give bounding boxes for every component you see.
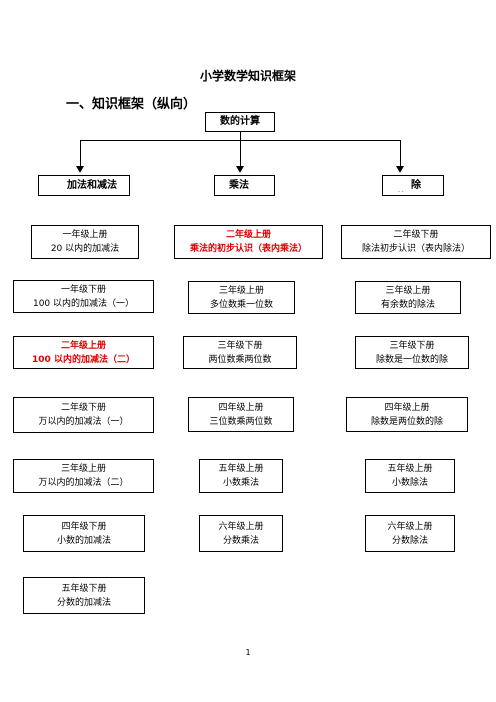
node-grade: 四年级上册 [384, 402, 430, 413]
node-add-sub-6: 四年级下册 小数的加减法 [23, 515, 145, 552]
node-grade: 二年级下册 [393, 230, 439, 240]
node-grade: 二年级上册 [60, 340, 106, 351]
node-mul-1-highlighted: 二年级上册 乘法的初步认识（表内乘法） [174, 225, 323, 259]
node-add-sub-1: 一年级上册 20 以内的加减法 [31, 225, 139, 259]
node-mul-4: 四年级上册 三位数乘两位数 [188, 397, 294, 432]
dots-mark: · · [398, 189, 404, 196]
node-grade: 六年级上册 [387, 521, 433, 532]
node-div-1: 二年级下册 除法初步认识（表内除法） [341, 225, 491, 259]
node-grade: 三年级上册 [218, 285, 264, 296]
node-grade: 三年级下册 [389, 340, 435, 351]
header-mul-label: 乘法 [229, 179, 249, 191]
node-topic: 万以内的加减法（一） [38, 417, 129, 427]
node-grade: 二年级下册 [60, 403, 106, 413]
arrow-down-icon [236, 166, 244, 173]
header-add-sub-label: 加法和减法 [67, 179, 117, 191]
node-mul-2: 三年级上册 多位数乘一位数 [188, 281, 295, 314]
node-topic: 分数除法 [391, 535, 428, 546]
node-topic: 乘法的初步认识（表内乘法） [189, 244, 307, 254]
node-topic: 分数的加减法 [56, 597, 111, 608]
node-topic: 小数乘法 [222, 478, 259, 488]
node-topic: 三位数乘两位数 [209, 416, 273, 427]
node-div-6: 六年级上册 分数除法 [365, 515, 455, 552]
arrow-down-icon [396, 166, 404, 173]
node-grade: 五年级上册 [218, 464, 264, 474]
page-number: 1 [245, 648, 251, 657]
node-div-5: 五年级上册 小数除法 [365, 459, 455, 493]
connector-left [80, 140, 81, 166]
header-add-sub: 加法和减法 [38, 175, 130, 196]
root-label: 数的计算 [220, 116, 260, 127]
node-topic: 100 以内的加减法（二） [32, 354, 135, 365]
node-grade: 六年级上册 [218, 521, 264, 532]
node-grade: 四年级下册 [61, 521, 107, 532]
node-topic: 除数是两位数的除 [370, 416, 443, 427]
node-topic: 万以内的加减法（二） [38, 478, 129, 488]
node-topic: 有余数的除法 [380, 299, 435, 310]
node-topic: 除法初步认识（表内除法） [361, 244, 470, 254]
node-topic: 100 以内的加减法（一） [32, 298, 135, 309]
node-topic: 20 以内的加减法 [50, 244, 120, 254]
node-div-4: 四年级上册 除数是两位数的除 [346, 397, 468, 432]
node-grade: 三年级上册 [60, 464, 106, 474]
node-topic: 多位数乘一位数 [209, 299, 273, 310]
header-div: 除 [382, 175, 444, 196]
header-mul: 乘法 [214, 175, 275, 196]
root-node: 数的计算 [205, 112, 275, 132]
node-grade: 一年级上册 [62, 230, 108, 240]
header-div-label: 除 [411, 179, 421, 191]
connector-middle [240, 140, 241, 166]
node-mul-3: 三年级下册 两位数乘两位数 [183, 336, 297, 369]
node-grade: 三年级上册 [385, 285, 431, 296]
node-add-sub-4: 二年级下册 万以内的加减法（一） [13, 397, 154, 433]
node-div-2: 三年级上册 有余数的除法 [355, 281, 461, 314]
node-grade: 二年级上册 [225, 230, 271, 240]
node-topic: 两位数乘两位数 [208, 354, 272, 365]
node-topic: 小数除法 [391, 478, 428, 488]
node-mul-5: 五年级上册 小数乘法 [199, 459, 283, 493]
node-topic: 分数乘法 [222, 535, 259, 546]
node-div-3: 三年级下册 除数是一位数的除 [355, 336, 469, 369]
node-add-sub-3-highlighted: 二年级上册 100 以内的加减法（二） [13, 336, 154, 369]
node-grade: 一年级下册 [60, 284, 106, 295]
node-add-sub-5: 三年级上册 万以内的加减法（二） [13, 459, 154, 493]
node-topic: 小数的加减法 [56, 535, 111, 546]
document-title: 小学数学知识框架 [199, 69, 296, 83]
connector-right [400, 140, 401, 166]
arrow-down-icon [76, 166, 84, 173]
node-grade: 四年级上册 [218, 402, 264, 413]
node-topic: 除数是一位数的除 [375, 354, 448, 365]
section-heading: 一、知识框架（纵向） [66, 97, 197, 112]
node-mul-6: 六年级上册 分数乘法 [199, 515, 283, 552]
node-grade: 五年级下册 [61, 583, 107, 594]
connector-root-stem [240, 132, 241, 140]
node-add-sub-2: 一年级下册 100 以内的加减法（一） [13, 280, 154, 313]
node-add-sub-7: 五年级下册 分数的加减法 [23, 577, 145, 614]
node-grade: 三年级下册 [217, 340, 263, 351]
node-grade: 五年级上册 [387, 464, 433, 474]
